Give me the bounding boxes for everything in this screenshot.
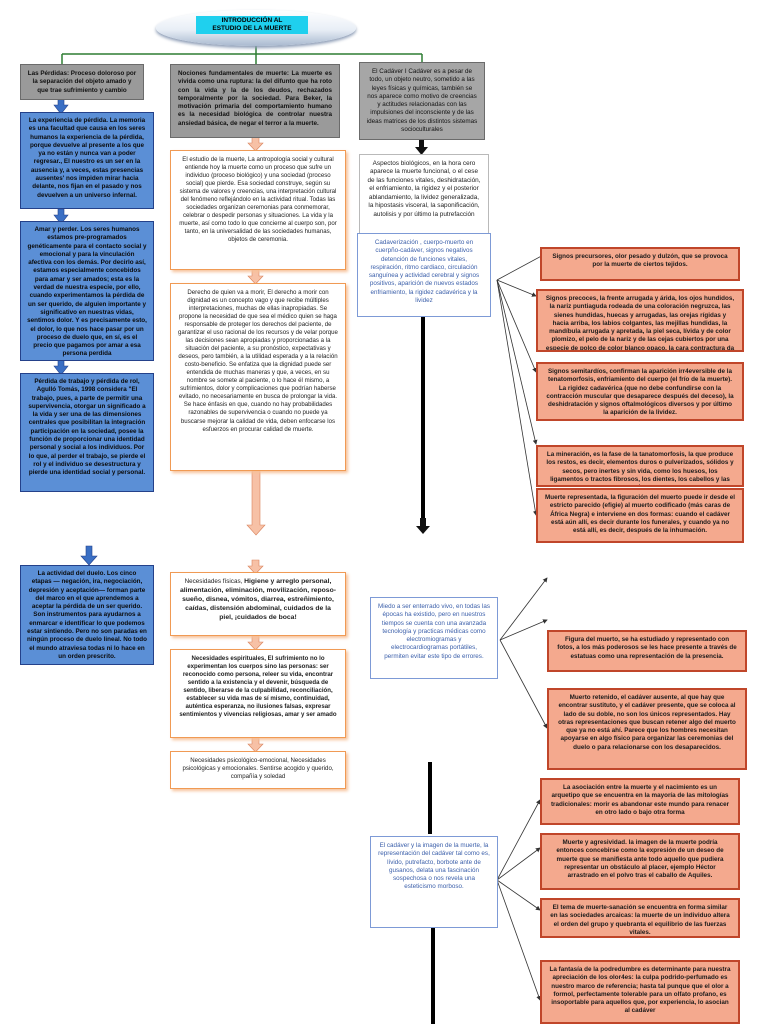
buried-alive-box: Miedo a ser enterrado vivo, en todas las… [370, 597, 498, 679]
death-healing-box: El tema de muerte-sanación se encuentra … [540, 898, 740, 938]
death-aggression-box: Muerte y agresividad. la imagen de la mu… [540, 833, 740, 890]
death-study-box: El estudio de la muerte, La antropología… [170, 150, 346, 270]
losses-header: Las Pérdidas: Proceso doloroso por la se… [20, 64, 144, 100]
psych-needs-box: Necesidades psicológico-emocional, Neces… [170, 751, 346, 789]
cadaverization-box: Cadaverización , cuerpo-muerto en cuerpñ… [357, 233, 491, 317]
right-to-die-box: Derecho de quien va a morir, El derecho … [170, 283, 346, 471]
death-birth-box: La asociación entre la muerte y el nacim… [540, 778, 740, 825]
mineralization-box: La mineración, es la fase de la tanatomo… [536, 445, 744, 487]
putrefaction-fantasy-box: La fantasía de la podredumbre es determi… [540, 960, 740, 1024]
physical-needs-box: Necesidades físicas, Higiene y arreglo p… [170, 572, 346, 636]
early-signs-box: Signos precoces, la frente arrugada y ár… [536, 289, 744, 352]
precursor-signs-box: Signos precursores, olor pesado y dulzón… [540, 247, 740, 281]
timeline-line [421, 316, 435, 1024]
diagram-title: INTRODUCCIÓN AL ESTUDIO DE LA MUERTE [196, 16, 308, 35]
semi-late-signs-box: Signos semitardíos, confirman la aparici… [536, 362, 744, 421]
spiritual-needs-box: Necesidades espirituales, El sufrimiento… [170, 649, 346, 738]
represented-death-box: Muerte representada, la figuración del m… [536, 488, 744, 543]
fan-arrows-top [496, 252, 548, 516]
love-and-lose-box: Amar y perder. Los seres humanos estamos… [20, 221, 154, 361]
fan-arrows-middle [499, 577, 548, 729]
dead-figure-box: Figura del muerto, se ha estudiado y rep… [547, 630, 747, 672]
top-connector [61, 45, 423, 64]
fan-arrows-bottom [496, 799, 541, 1001]
grief-activity-box: La actividad del duelo. Los cinco etapas… [20, 565, 154, 665]
corpse-header: El Cadáver I Cadáver es a pesar de todo,… [359, 62, 485, 140]
blue-arrows [53, 98, 98, 566]
retained-dead-box: Muerto retenido, el cadáver ausente, al … [547, 688, 747, 770]
corpse-image-box: El cadáver y la imagen de la muerte, la … [370, 836, 498, 928]
loss-experience-box: La experiencia de pérdida. La memoria es… [20, 112, 154, 209]
job-loss-box: Pérdida de trabajo y pérdida de rol, Agu… [20, 373, 154, 492]
salmon-arrows [246, 136, 266, 753]
death-notions-header: Nociones fundamentales de muerte: La mue… [170, 64, 340, 138]
